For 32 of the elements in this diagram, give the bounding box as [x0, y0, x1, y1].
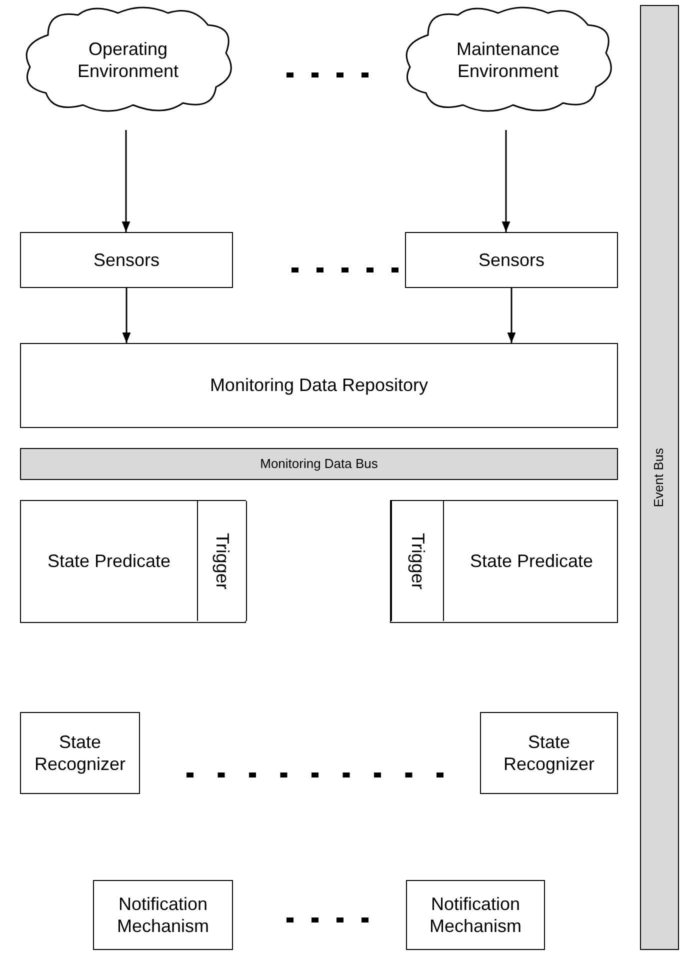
process-box: [93, 880, 233, 950]
node-label: State Predicate: [46, 550, 172, 574]
arrow: [502, 130, 510, 232]
node-label: Notification Mechanism: [116, 892, 210, 938]
node-label: Event Bus: [651, 448, 668, 508]
process-box: [20, 232, 233, 288]
node-label: State Predicate: [468, 550, 594, 574]
node-label: Notification Mechanism: [428, 892, 523, 938]
node-label: Trigger: [406, 532, 429, 590]
trigger-box: [391, 501, 444, 621]
process-box: [20, 500, 246, 623]
arrow: [122, 130, 130, 232]
process-box: [480, 712, 618, 794]
process-box: [390, 500, 618, 623]
process-box: [20, 712, 140, 794]
node-label: Sensors: [477, 248, 546, 272]
event-bus: [640, 5, 679, 950]
arrow: [122, 288, 131, 343]
node-label: Operating Environment: [76, 38, 180, 82]
arrow: [507, 288, 516, 343]
data-bus: [20, 448, 618, 480]
process-box: [406, 880, 545, 950]
node-label: State Recognizer: [502, 730, 596, 776]
trigger-box: [197, 501, 247, 621]
process-box: [20, 343, 618, 428]
process-box: [405, 232, 618, 288]
node-label: Monitoring Data Bus: [260, 456, 378, 472]
node-label: Maintenance Environment: [455, 38, 561, 82]
node-label: Monitoring Data Repository: [208, 374, 430, 397]
node-label: State Recognizer: [33, 730, 127, 776]
node-label: Trigger: [211, 532, 234, 590]
node-label: Sensors: [92, 248, 161, 272]
